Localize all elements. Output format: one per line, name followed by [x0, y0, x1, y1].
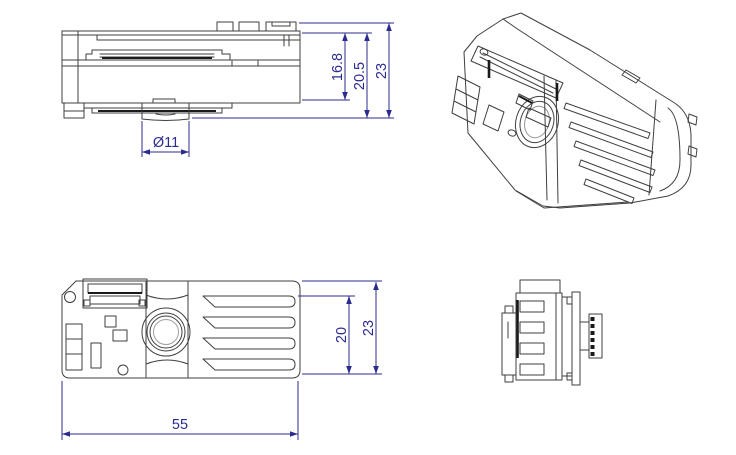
dimension-label-lens-diameter: Ø11: [153, 135, 179, 151]
dimension-label-body-width: 20: [334, 327, 350, 343]
end-view: [501, 279, 603, 386]
dimension-label-total-height: 23: [374, 63, 390, 79]
dimension-label-body-height: 16.8: [330, 53, 346, 81]
top-view-dimensions: 20 23 55: [61, 280, 382, 440]
isometric-view: [451, 12, 698, 209]
side-view: [61, 21, 301, 121]
dimension-label-total-width: 23: [361, 320, 377, 336]
dimension-label-length: 55: [172, 417, 188, 433]
side-view-dimensions: 16.8 20.5 23 Ø11: [141, 22, 394, 157]
top-view: [61, 278, 301, 379]
dimension-label-height-with-lens: 20.5: [352, 62, 368, 90]
